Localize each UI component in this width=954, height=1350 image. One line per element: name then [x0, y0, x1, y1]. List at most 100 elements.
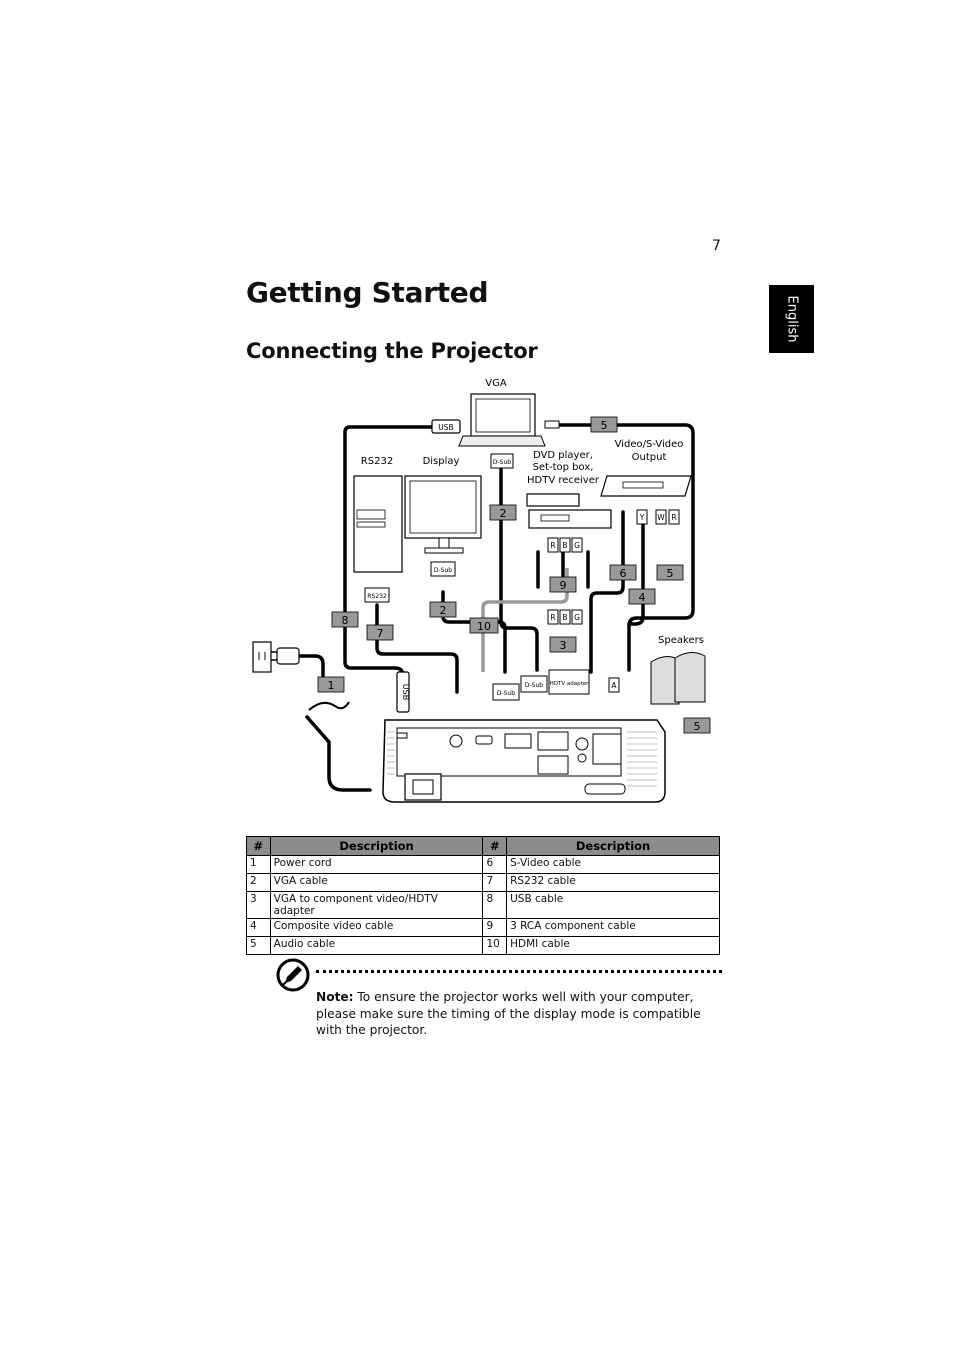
header-desc-1: Description — [269, 836, 484, 856]
note-body: To ensure the projector works well with … — [316, 990, 701, 1037]
row-num: 10 — [482, 936, 508, 955]
row-num: 1 — [246, 855, 271, 874]
table-row: 5 Audio cable 10 HDMI cable — [246, 936, 720, 955]
section-title: Connecting the Projector — [246, 339, 538, 363]
callout-4: 4 — [639, 591, 646, 604]
rca-r-bottom: R — [550, 613, 555, 622]
label-dsub-top: D-Sub — [493, 459, 511, 466]
row-num: 5 — [246, 936, 271, 955]
header-desc-2: Description — [506, 836, 720, 856]
projector — [382, 719, 666, 803]
row-desc: USB cable — [506, 891, 720, 919]
power-plug-icon — [271, 647, 325, 682]
row-num: 2 — [246, 873, 271, 892]
video-player — [600, 475, 692, 497]
callout-2-bottom: 2 — [440, 604, 447, 617]
rca-r-top: R — [550, 541, 555, 550]
label-vso-2: Output — [632, 452, 667, 463]
composite-cable — [627, 510, 645, 626]
label-usb-tag: USB — [438, 423, 453, 432]
row-desc: RS232 cable — [506, 873, 720, 892]
callout-9: 9 — [560, 579, 567, 592]
label-dvd-3: HDTV receiver — [527, 475, 600, 486]
label-vso-1: Video/S-Video — [615, 439, 684, 450]
label-speakers: Speakers — [658, 635, 704, 646]
desktop-tower — [353, 475, 403, 573]
language-tab: English — [769, 285, 814, 353]
page-title: Getting Started — [246, 276, 489, 309]
speakers — [650, 652, 706, 705]
usb-cable — [343, 425, 435, 694]
cable-legend-table: # Description # Description 1 Power cord… — [246, 836, 720, 955]
rca-a: A — [611, 681, 617, 690]
label-rs232: RS232 — [361, 456, 393, 467]
row-desc: Composite video cable — [269, 918, 484, 937]
callout-3: 3 — [560, 639, 567, 652]
row-num: 7 — [482, 873, 508, 892]
rca-y: Y — [639, 513, 645, 522]
row-num: 8 — [482, 891, 508, 919]
row-num: 9 — [482, 918, 508, 937]
rca-r-audio: R — [671, 513, 676, 522]
note-label: Note: — [316, 990, 354, 1004]
note-text: Note: To ensure the projector works well… — [316, 989, 706, 1039]
label-dsub-display: D-Sub — [434, 567, 452, 574]
callout-7: 7 — [377, 627, 384, 640]
label-usb-vertical: USB — [401, 684, 410, 700]
label-dsub-bottom-1: D-Sub — [497, 690, 515, 697]
callout-8: 8 — [342, 614, 349, 627]
callout-5-right: 5 — [667, 567, 674, 580]
header-num-1: # — [246, 836, 271, 856]
row-desc: HDMI cable — [506, 936, 720, 955]
power-cord — [305, 715, 372, 792]
usb-tag-icon — [431, 419, 461, 434]
note-divider — [316, 970, 722, 973]
usb-plug — [396, 671, 410, 713]
row-desc: Audio cable — [269, 936, 484, 955]
row-desc: S-Video cable — [506, 855, 720, 874]
row-num: 6 — [482, 855, 508, 874]
rca-plugs: R B G R B G Y W R A — [547, 509, 680, 693]
row-desc: 3 RCA component cable — [506, 918, 720, 937]
table-header-row: # Description # Description — [246, 836, 720, 856]
label-dvd-2: Set-top box, — [533, 462, 594, 473]
rca-b-bottom: B — [562, 613, 567, 622]
audio-cable-top — [558, 423, 695, 672]
row-num: 4 — [246, 918, 271, 937]
rca-g-bottom: G — [574, 613, 580, 622]
callout-10: 10 — [477, 620, 491, 633]
wall-outlet-icon — [252, 641, 272, 673]
label-dsub-bottom-2: D-Sub — [525, 682, 543, 689]
label-hdtv-adapter: HDTV adapter — [550, 681, 590, 687]
language-tab-label: English — [784, 295, 799, 343]
dvd-player — [526, 493, 612, 529]
connection-diagram: VGA USB RS232 Display DVD player, Set-to… — [252, 378, 711, 803]
row-desc: Power cord — [269, 855, 484, 874]
row-desc: VGA to component video/HDTV adapter — [269, 891, 484, 919]
callouts: 1 2 2 3 4 5 5 5 6 7 8 9 10 — [317, 416, 711, 734]
label-vga: VGA — [485, 378, 507, 389]
callout-5-bottom: 5 — [694, 720, 701, 733]
svideo-cable — [589, 510, 625, 674]
callout-2-top: 2 — [500, 507, 507, 520]
callout-5-top: 5 — [601, 419, 608, 432]
rs232-cable — [375, 603, 459, 694]
header-num-2: # — [482, 836, 508, 856]
rca-b-top: B — [562, 541, 567, 550]
callout-1: 1 — [328, 679, 335, 692]
vga-cable-top — [499, 462, 539, 672]
page-number: 7 — [712, 238, 721, 254]
table-row: 4 Composite video cable 9 3 RCA componen… — [246, 918, 720, 937]
row-num: 3 — [246, 891, 271, 919]
table-row: 3 VGA to component video/HDTV adapter 8 … — [246, 891, 720, 919]
rca-w: W — [657, 513, 665, 522]
label-dvd-1: DVD player, — [533, 450, 593, 461]
label-rs232-plug: RS232 — [367, 593, 387, 600]
table-row: 2 VGA cable 7 RS232 cable — [246, 873, 720, 892]
dsub-connectors: D-Sub D-Sub RS232 D-Sub D-Sub HDTV adapt… — [364, 453, 590, 701]
monitor — [404, 475, 482, 554]
table-row: 1 Power cord 6 S-Video cable — [246, 855, 720, 874]
row-desc: VGA cable — [269, 873, 484, 892]
callout-6: 6 — [620, 567, 627, 580]
laptop — [458, 393, 546, 447]
